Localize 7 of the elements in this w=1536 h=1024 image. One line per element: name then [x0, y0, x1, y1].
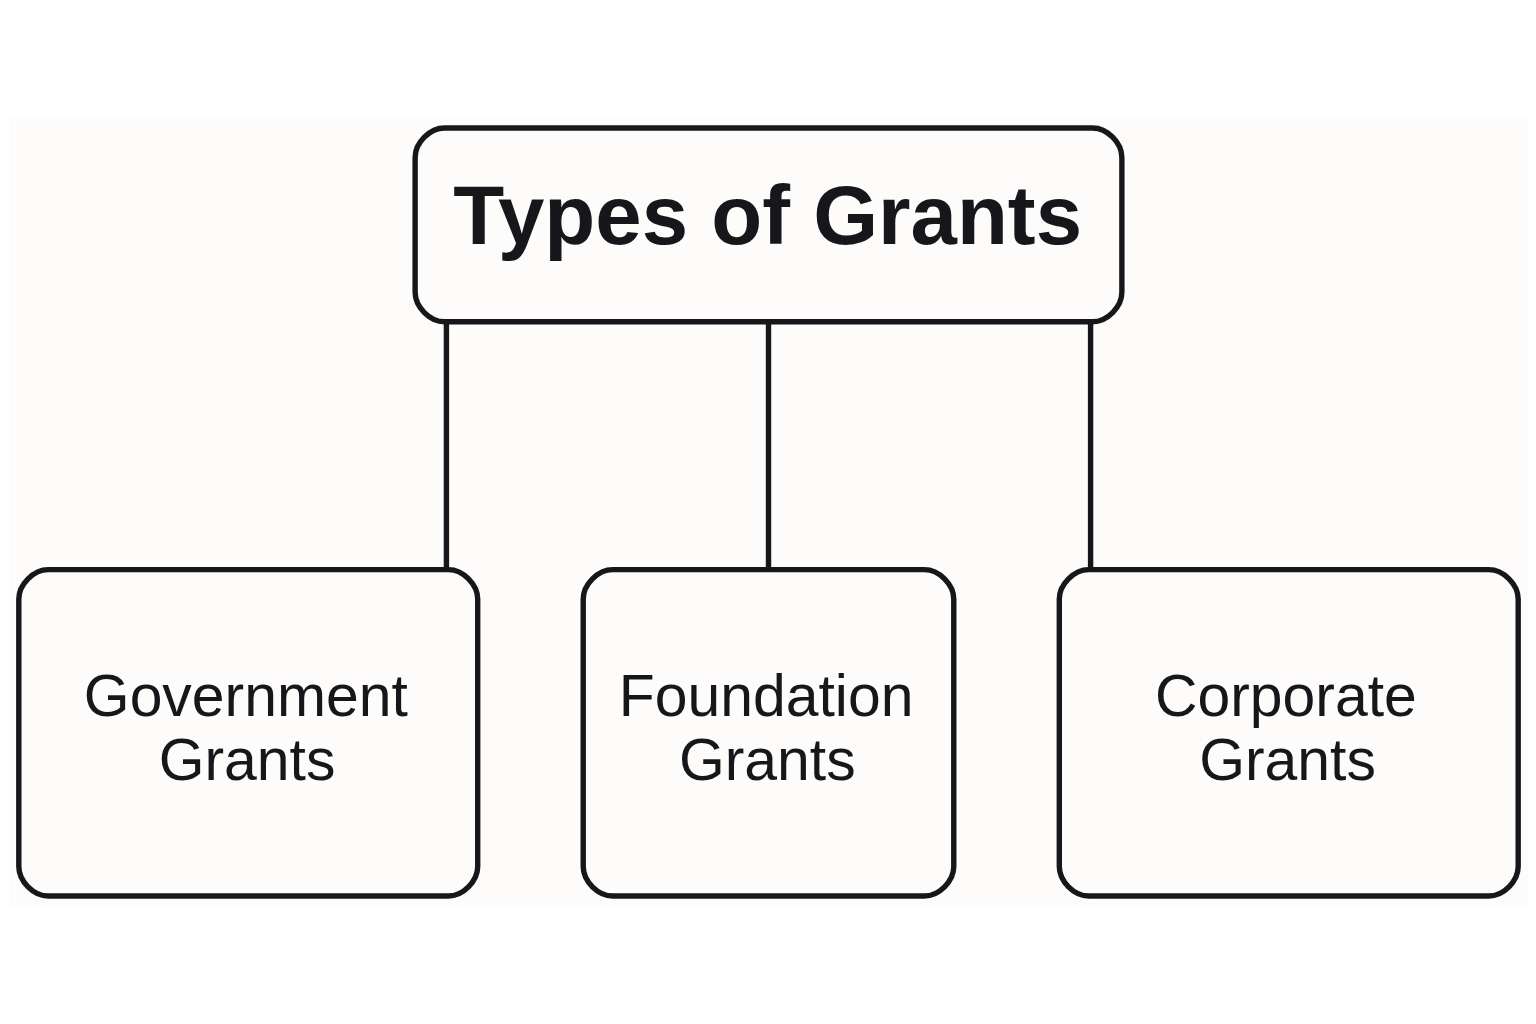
node-box: Foundation Grants	[580, 566, 956, 899]
connector	[765, 322, 771, 570]
connector	[1087, 322, 1093, 570]
node-box: Corporate Grants	[1056, 566, 1521, 899]
connector	[443, 322, 449, 570]
node-box: Government Grants	[15, 566, 480, 899]
node-box: Types of Grants	[411, 125, 1125, 325]
